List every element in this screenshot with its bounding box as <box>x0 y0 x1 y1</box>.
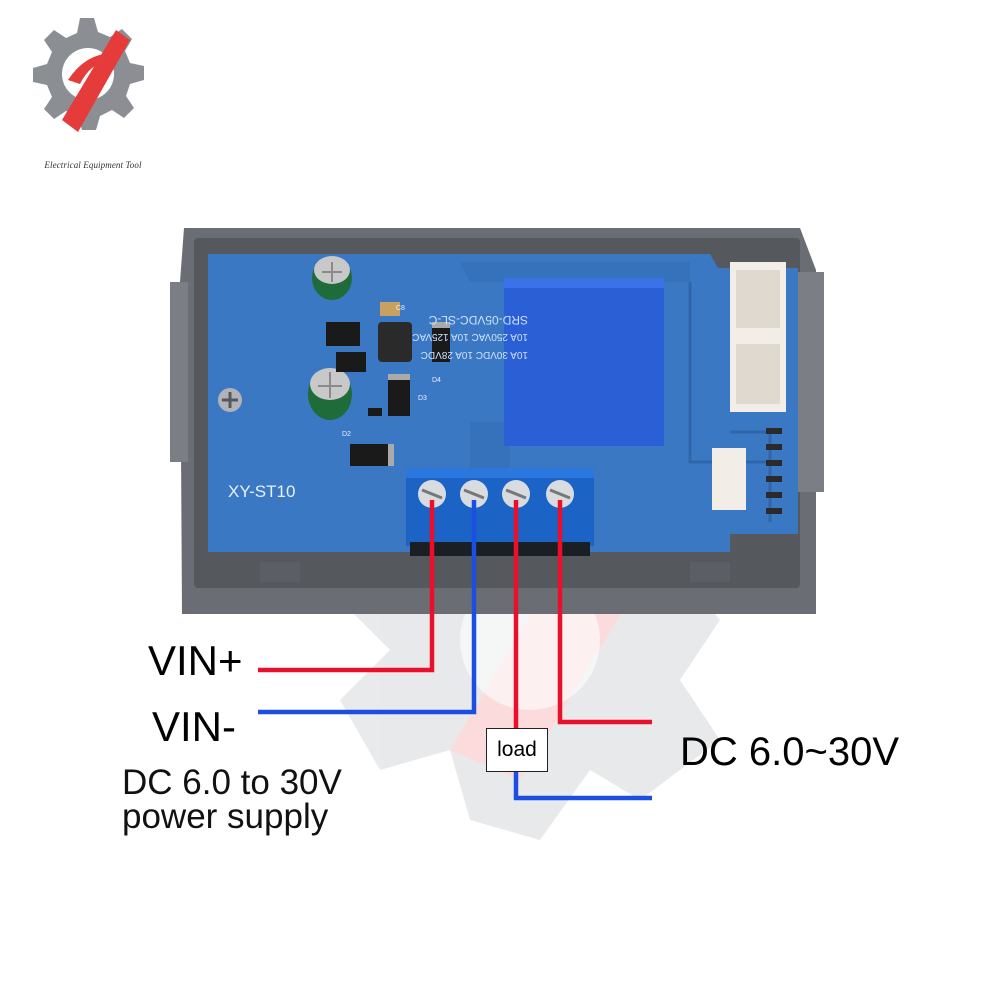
relay: SRD-05VDC-SL-C 10A 250VAC 10A 125VAC 10A… <box>412 278 664 446</box>
terminal-screw-3 <box>502 480 530 508</box>
supply-label: DC 6.0 to 30V power supply <box>122 763 342 837</box>
capacitor-top <box>312 256 352 300</box>
vin-plus-label: VIN+ <box>148 637 243 684</box>
capacitor-bottom <box>308 368 352 420</box>
terminal-screw-1 <box>418 480 446 508</box>
device-board: SRD-05VDC-SL-C 10A 250VAC 10A 125VAC 10A… <box>170 228 824 614</box>
supply-label-line1: DC 6.0 to 30V <box>122 763 342 802</box>
diode-d3 <box>388 374 410 416</box>
relay-text-3: 10A 30VDC 10A 28VDC <box>421 349 528 360</box>
load-box: load <box>486 728 548 772</box>
label-d3: D3 <box>418 395 427 402</box>
relay-text-1: SRD-05VDC-SL-C <box>428 313 528 327</box>
label-c8: C8 <box>396 305 405 312</box>
diode-d4 <box>432 322 450 362</box>
wire-vin-plus <box>258 500 435 673</box>
vin-minus-label: VIN- <box>152 703 236 750</box>
terminal-screw-2 <box>460 480 488 508</box>
gear-bolt-logo-icon <box>33 18 144 132</box>
wire-common <box>557 500 652 725</box>
terminal-screw-4 <box>546 480 574 508</box>
relay-text-2: 10A 250VAC 10A 125VAC <box>412 331 528 342</box>
connector-small <box>712 448 746 510</box>
load-label: load <box>497 738 537 761</box>
diode-d2 <box>350 444 394 466</box>
wire-vin-minus <box>258 500 477 715</box>
load-voltage-label: DC 6.0~30V <box>680 730 900 774</box>
model-label: XY-ST10 <box>228 482 295 501</box>
label-d4: D4 <box>432 377 441 384</box>
supply-label-line2: power supply <box>122 797 329 837</box>
wire-load-return <box>513 772 652 801</box>
inductor <box>378 322 412 362</box>
brand-caption: Electrical Equipment Tool <box>44 160 142 170</box>
terminal-block <box>406 468 594 556</box>
label-d2: D2 <box>342 431 351 438</box>
